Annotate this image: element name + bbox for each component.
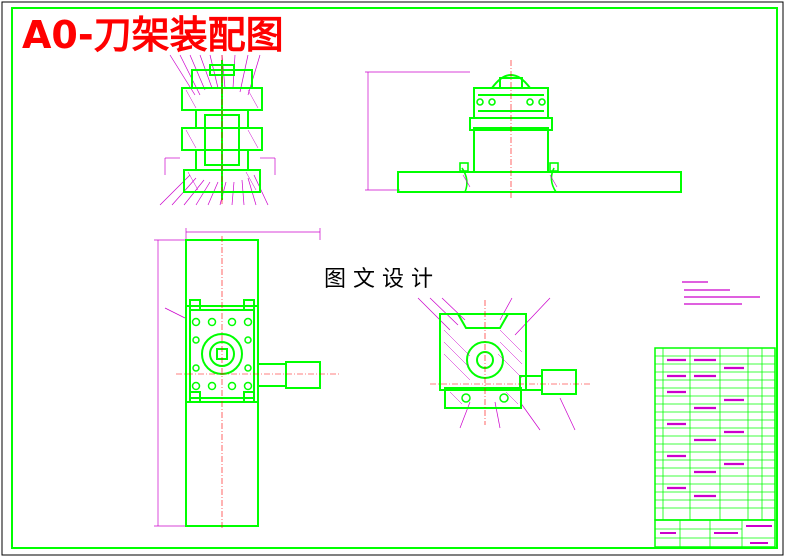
section-view-top-left <box>159 54 276 206</box>
parts-list <box>654 347 776 521</box>
watermark-background <box>318 262 468 292</box>
inner-border <box>11 7 778 549</box>
side-section-view <box>417 297 590 431</box>
top-view-bottom-left <box>154 228 340 530</box>
technical-notes <box>682 281 760 305</box>
front-view-top-right <box>365 60 682 200</box>
title-block <box>654 519 776 548</box>
watermark-text: 图 文 设 计 <box>324 267 433 292</box>
drawing-title: A0-刀架装配图 <box>22 13 284 57</box>
